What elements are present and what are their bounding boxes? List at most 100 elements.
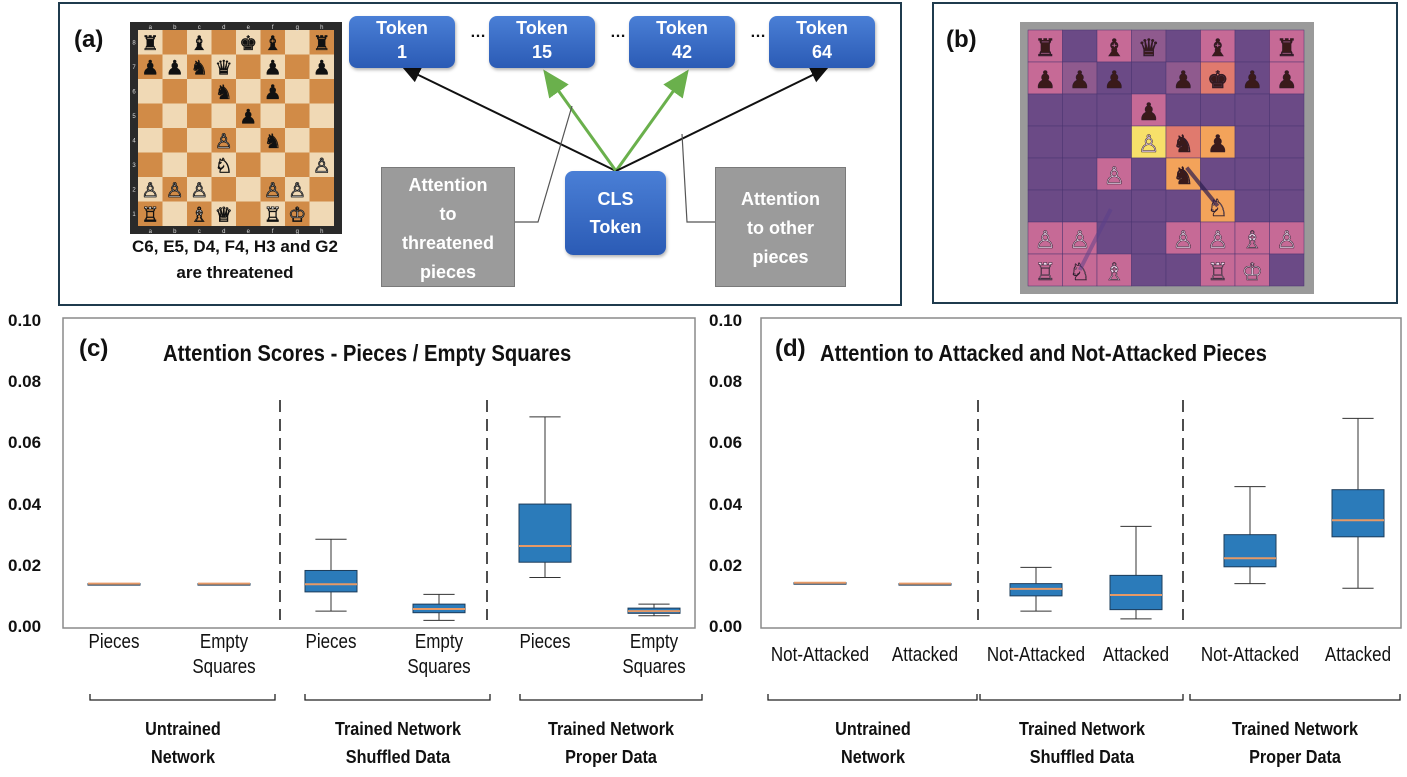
panel-b-label: (b) <box>946 26 977 53</box>
chess-piece: ♙ <box>190 180 208 202</box>
heatmap-square <box>1165 29 1201 63</box>
x-category-label: Not-Attacked <box>986 644 1086 666</box>
file-label: e <box>247 229 251 234</box>
plot-frame <box>760 317 1402 629</box>
chess-piece: ♟ <box>1138 99 1160 126</box>
heatmap-square <box>1234 125 1270 159</box>
chess-piece: ♝ <box>190 33 208 55</box>
box-iqr <box>1223 534 1277 568</box>
heatmap-square <box>1096 93 1132 127</box>
heatmap-square <box>1131 125 1167 159</box>
cls-line2: Token <box>589 217 642 237</box>
file-label: c <box>198 25 201 31</box>
heatmap-square <box>1165 253 1201 287</box>
board-a-square <box>285 152 310 177</box>
board-a-square <box>138 152 163 177</box>
board-a-square <box>187 128 212 153</box>
board-a-square <box>285 30 310 55</box>
heatmap-square <box>1027 125 1063 159</box>
heatmap-square <box>1269 221 1305 255</box>
heatmap-square <box>1131 29 1167 63</box>
board-a-square <box>309 152 334 177</box>
group-label-line1: Trained Network <box>334 719 461 739</box>
chess-piece: ♙ <box>141 180 159 202</box>
board-a-square <box>309 128 334 153</box>
group-label-line2: Shuffled Data <box>345 747 450 767</box>
chess-piece: ♔ <box>288 205 306 227</box>
group-brackets-c <box>89 694 703 701</box>
board-a-square <box>162 177 187 202</box>
y-tick-label: 0.10 <box>709 311 743 330</box>
y-tick-label: 0.08 <box>8 372 42 392</box>
chess-piece: ♟ <box>264 82 282 104</box>
heatmap-square <box>1200 157 1236 191</box>
rank-label: 4 <box>132 138 136 144</box>
panel-b: (b) ♜♝♛♝♜♟♟♟♟♚♟♟♟♙♞♟♙♞♘♙♙♙♙♗♙♖♘♗♖♔ <box>932 2 1398 304</box>
attention-heatmap-board: ♜♝♛♝♜♟♟♟♟♚♟♟♟♙♞♟♙♞♘♙♙♙♙♗♙♖♘♗♖♔ <box>1020 22 1314 294</box>
box-iqr <box>1109 574 1163 611</box>
board-a-square <box>260 128 285 153</box>
board-a-square <box>285 201 310 226</box>
board-a-square <box>211 201 236 226</box>
board-a-square <box>187 79 212 104</box>
heatmap-square <box>1027 189 1063 223</box>
group-label-line2: Network <box>840 747 905 767</box>
panel-c: (c) Attention Scores - Pieces / Empty Sq… <box>0 305 705 777</box>
chess-piece: ♙ <box>166 180 184 202</box>
board-a-square <box>236 103 261 128</box>
heatmap-square <box>1027 29 1063 63</box>
chess-piece: ♙ <box>1034 227 1056 254</box>
rank-label: 2 <box>132 187 136 193</box>
board-a-square <box>285 128 310 153</box>
caption-line-1: C6, E5, D4, F4, H3 and G2 <box>132 237 338 256</box>
chess-piece: ♚ <box>239 33 257 55</box>
board-a-square <box>162 128 187 153</box>
heatmap-square <box>1234 61 1270 95</box>
board-a-square <box>309 54 334 79</box>
file-label: h <box>320 229 323 234</box>
token-42-line1: Token <box>656 18 708 38</box>
group-label-line2: Network <box>150 747 215 767</box>
chess-piece: ♖ <box>1207 259 1229 286</box>
chess-piece: ♙ <box>1207 227 1229 254</box>
board-a-square <box>187 30 212 55</box>
chess-piece: ♟ <box>239 107 257 129</box>
chart-d-title: Attention to Attacked and Not-Attacked P… <box>820 340 1267 366</box>
file-label: d <box>222 229 225 234</box>
token-64-line2: 64 <box>811 42 833 62</box>
move-arrow <box>1185 166 1220 208</box>
board-a-square <box>138 54 163 79</box>
panel-a-label: (a) <box>74 26 104 53</box>
panel-c-label: (c) <box>79 335 109 362</box>
board-a-square <box>162 152 187 177</box>
heatmap-square <box>1269 125 1305 159</box>
y-tick-label: 0.02 <box>8 555 42 575</box>
rank-label: 5 <box>132 114 136 120</box>
file-label: g <box>296 229 299 234</box>
token-15-line2: 15 <box>531 42 553 62</box>
box-iqr <box>518 503 572 563</box>
chess-piece: ♞ <box>1172 131 1194 158</box>
board-a-square <box>260 30 285 55</box>
x-category-label: Pieces <box>88 631 140 653</box>
chess-piece: ♞ <box>264 131 282 153</box>
chess-piece: ♙ <box>1276 227 1298 254</box>
board-a-square <box>236 152 261 177</box>
heatmap-square <box>1131 93 1167 127</box>
chess-piece: ♕ <box>215 205 233 227</box>
chess-piece: ♜ <box>1034 35 1056 62</box>
group-bracket <box>89 694 276 701</box>
token-15: Token 15 <box>489 16 595 68</box>
heatmap-square <box>1027 93 1063 127</box>
heatmap-square <box>1062 157 1098 191</box>
group-bracket <box>1189 694 1401 701</box>
board-a-square <box>162 54 187 79</box>
y-tick-label: 0.06 <box>8 433 42 453</box>
board-a-square <box>236 30 261 55</box>
board-a-square <box>309 79 334 104</box>
